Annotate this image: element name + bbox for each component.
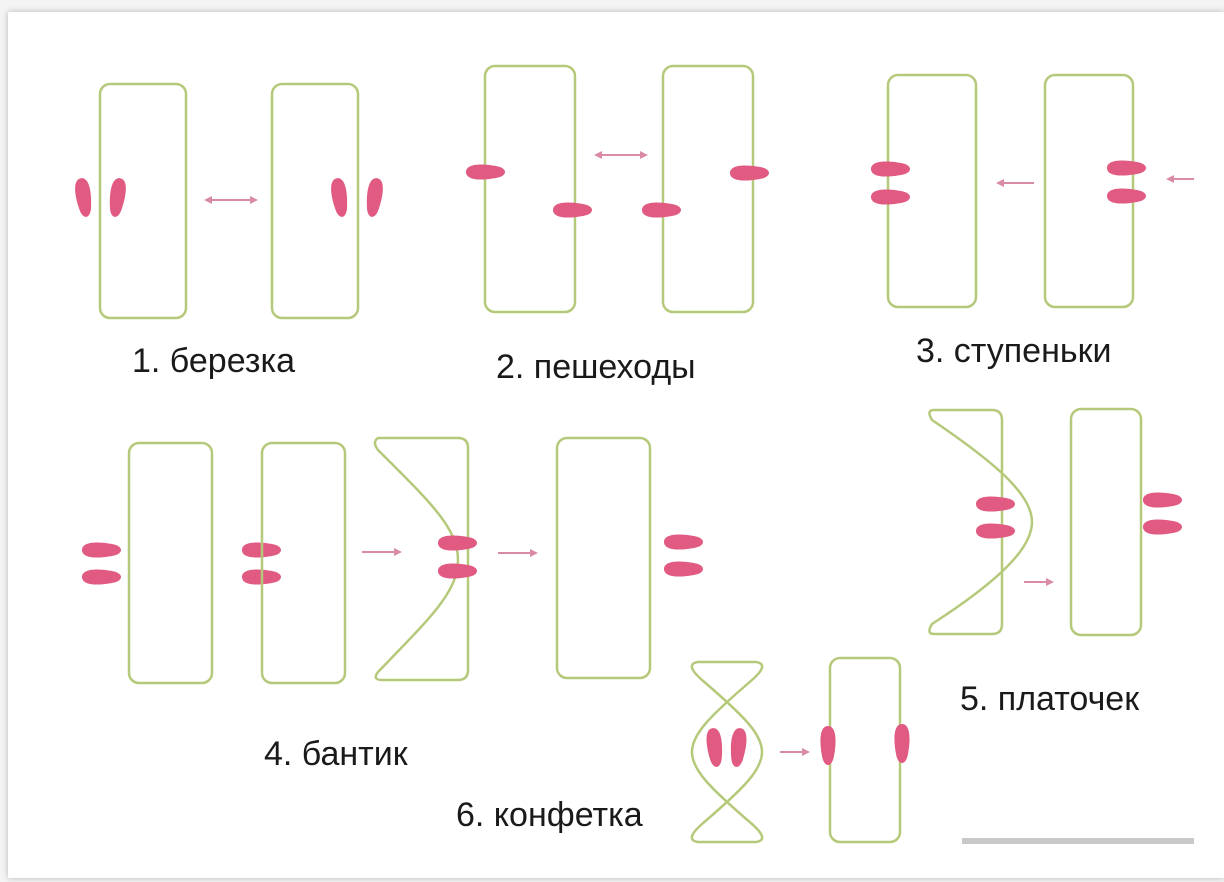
paper-sheet	[886, 73, 978, 309]
paper-sheet	[661, 64, 755, 314]
footprint-icon	[1107, 160, 1146, 176]
paper-sheet	[260, 441, 347, 685]
exercise-card: 1. березка 2. пешеходы 3. ступеньки 4. б…	[8, 12, 1224, 878]
caption-5: 5. платочек	[960, 680, 1140, 718]
footprint-icon	[664, 561, 703, 577]
footprint-icon	[894, 724, 910, 763]
paper-sheet	[127, 441, 214, 685]
paper-sheet	[270, 82, 360, 320]
footprint-icon	[553, 202, 592, 218]
arrow-icon	[996, 179, 1034, 187]
footprint-icon	[664, 534, 703, 550]
figure-6	[690, 656, 910, 844]
figure-5	[928, 407, 1182, 637]
arrow-icon	[1024, 578, 1054, 586]
footprint-icon	[73, 177, 94, 218]
paper-sheet	[1069, 407, 1143, 637]
double-arrow-icon	[204, 196, 258, 204]
caption-1: 1. березка	[132, 342, 295, 380]
footprint-icon	[1107, 188, 1146, 204]
paper-sheet	[98, 82, 188, 320]
figure-2	[466, 64, 769, 314]
caption-6: 6. конфетка	[456, 796, 643, 834]
folded-sheet	[928, 408, 1034, 636]
footprint-icon	[1143, 519, 1182, 535]
figure-3	[871, 73, 1194, 309]
footprint-icon	[871, 189, 910, 205]
arrow-icon	[780, 748, 810, 756]
footprint-icon	[976, 496, 1015, 512]
footprint-icon	[730, 165, 769, 181]
footprint-icon	[438, 535, 477, 551]
caption-3: 3. ступеньки	[916, 332, 1112, 370]
arrow-icon	[362, 548, 402, 556]
folded-sheet	[373, 436, 470, 682]
caption-2: 2. пешеходы	[496, 348, 696, 386]
double-arrow-icon	[594, 151, 648, 159]
paper-sheet	[555, 436, 652, 680]
arrow-icon	[1166, 175, 1194, 183]
figure-1	[73, 82, 385, 320]
footprint-icon	[438, 563, 477, 579]
footprint-icon	[329, 177, 350, 218]
paper-sheet	[483, 64, 577, 314]
footprint-icon	[1143, 492, 1182, 508]
footprint-icon	[705, 727, 725, 768]
footprint-icon	[976, 523, 1015, 539]
twisted-sheet	[690, 660, 764, 844]
footprint-icon	[466, 164, 505, 180]
footprint-icon	[728, 727, 748, 768]
figure-4	[82, 436, 703, 685]
footprint-icon	[871, 161, 910, 177]
arrow-icon	[498, 549, 538, 557]
caption-4: 4. бантик	[264, 735, 408, 773]
footprint-icon	[82, 569, 121, 585]
foot-exercises-diagram	[73, 64, 1194, 844]
footprint-icon	[82, 542, 121, 558]
paper-sheet	[828, 656, 902, 844]
footprint-icon	[642, 202, 681, 218]
scale-bar	[962, 838, 1194, 844]
footprint-icon	[107, 177, 128, 218]
footprint-icon	[364, 177, 385, 218]
footprint-icon	[820, 726, 836, 765]
